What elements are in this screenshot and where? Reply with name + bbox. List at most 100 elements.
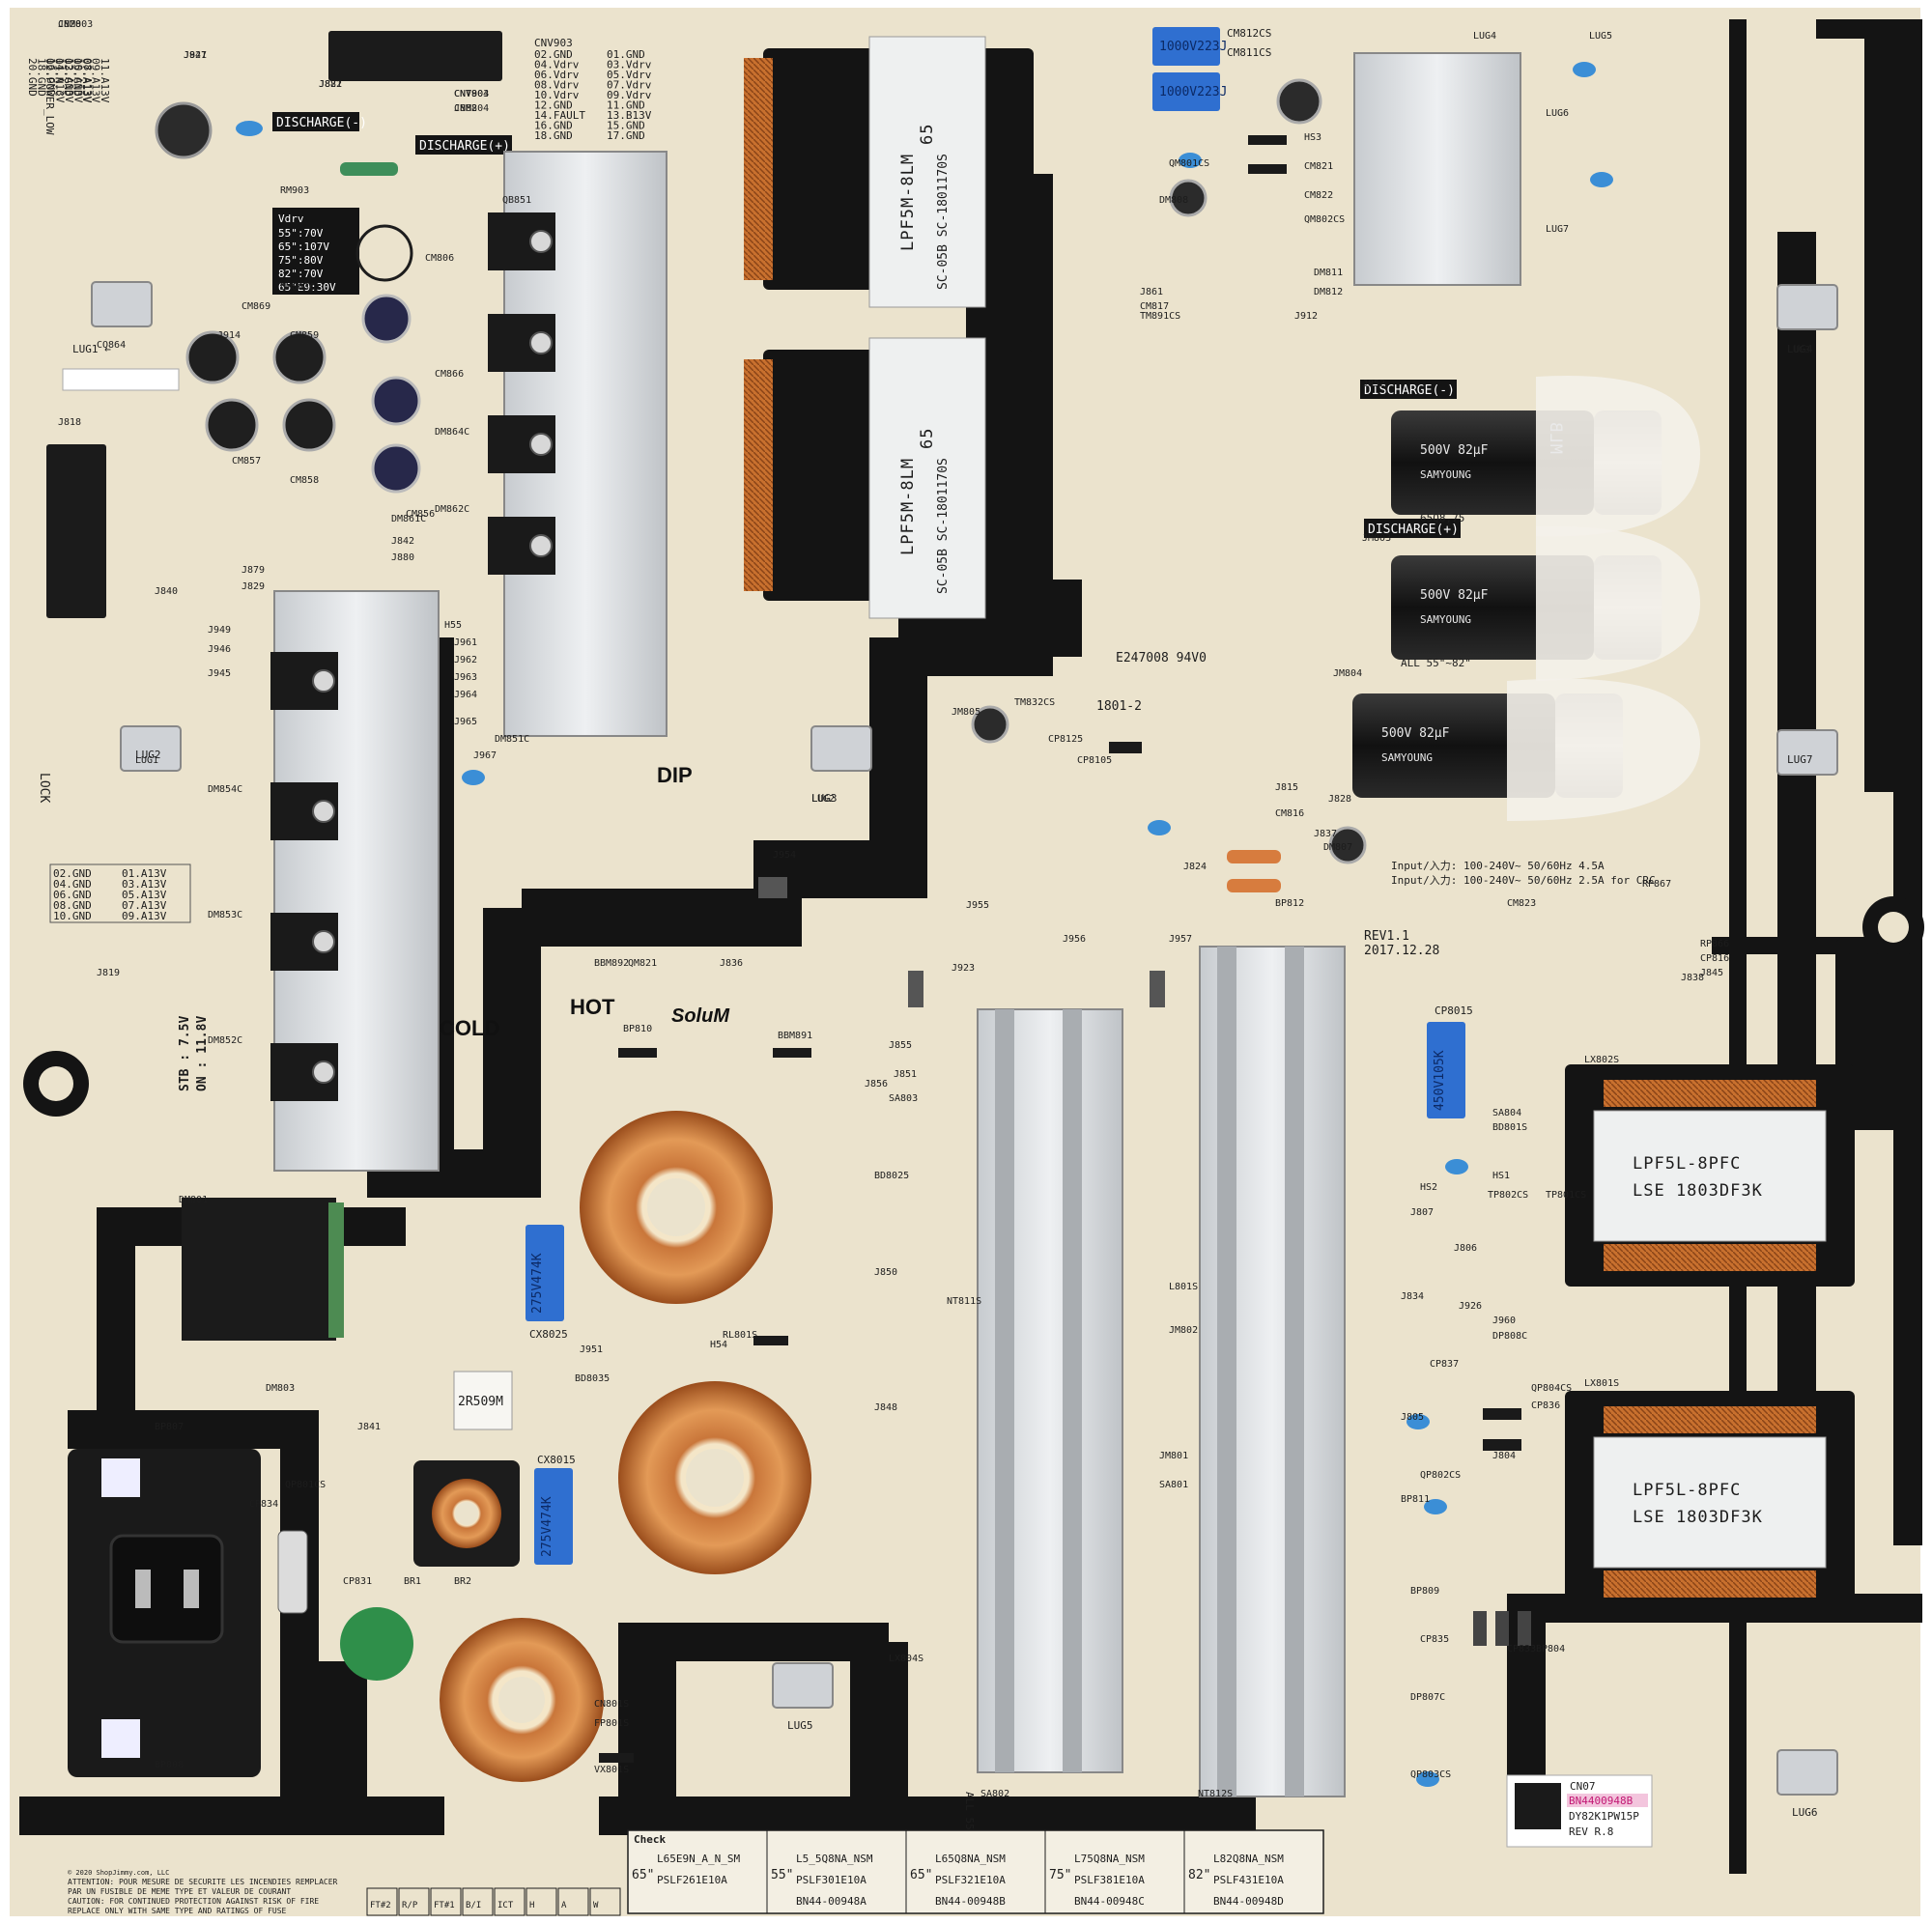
connector-pin: 11.GND	[607, 99, 645, 112]
model-size: 65"	[632, 1868, 654, 1882]
warning-line-2: PAR UN FUSIBLE DE MEME TYPE ET VALEUR DE…	[68, 1887, 291, 1896]
ref-j960: J960	[1492, 1316, 1516, 1326]
ref-j818: J818	[58, 417, 81, 428]
ref-bp807: BP807	[155, 1422, 184, 1432]
ref-dm861c: DM861C	[391, 514, 426, 524]
connector-pin: 18.GND	[36, 58, 48, 97]
ref-cnm804: CNM804	[454, 103, 489, 114]
ref-j861: J861	[1140, 287, 1163, 297]
ref-br1: BR1	[404, 1576, 421, 1587]
ref-lug3: LUG3	[1787, 345, 1810, 355]
vdrv-legend-box	[272, 208, 359, 295]
bulk-capacitors	[1352, 376, 1700, 821]
ref-dm803: DM803	[266, 1383, 295, 1394]
connector-pin: 08.GND	[53, 899, 92, 912]
ref-j882: J882	[454, 103, 477, 114]
ref-fp801s: FP801S	[594, 1718, 629, 1729]
qr-code	[1515, 1783, 1561, 1829]
ref-cm859: CM859	[290, 330, 319, 341]
ref-cnm803: CNM803	[58, 19, 93, 30]
vdrv-header: Vdrv	[278, 212, 304, 225]
cn-label: CN07	[1570, 1780, 1596, 1793]
ref-qp804cs: QP804CS	[1531, 1383, 1572, 1394]
vdrv-row: 82":70V	[278, 268, 324, 280]
ref-jm803: JM803	[1362, 533, 1391, 544]
ref-rl801s: RL801S	[723, 1330, 757, 1341]
ref-j806: J806	[1454, 1243, 1477, 1254]
ref-j964: J964	[454, 690, 477, 700]
ref-j841: J841	[357, 1422, 381, 1432]
ref-cm856: CM856	[406, 509, 435, 520]
connector-pin: 16.GND	[44, 58, 57, 97]
ref-cnt804: CNT804	[454, 89, 489, 99]
check-label: Check	[634, 1833, 666, 1846]
pfc-transformer-2-line2: LSE 1803DF3K	[1633, 1508, 1763, 1527]
ref-j850: J850	[874, 1267, 897, 1278]
film-cap-cp8015-text: 450V105K	[1433, 1050, 1447, 1111]
ref-qp801cs: QP801CS	[285, 1480, 326, 1490]
connector-pin: 02.GND	[53, 867, 92, 880]
ref-dm862c: DM862C	[435, 504, 469, 515]
connector-pin: 01.A13V	[122, 867, 167, 880]
electrolytic-caps-small	[155, 78, 1367, 864]
ref-qm802cs: QM802CS	[1304, 214, 1345, 225]
fuse-warning: © 2020 ShopJimmy.com, LLC ATTENTION: POU…	[68, 1869, 338, 1915]
transformer-labels: LPF5M-8LM SC-05B SC-1801170S 65 LPF5M-8L…	[898, 124, 1763, 1527]
connector-pin: 06.Vdrv	[534, 69, 580, 81]
model-part: PSLF321E10A	[935, 1874, 1006, 1886]
film-cap-cm811-text: 1000V223J	[1159, 85, 1227, 99]
cnv903-pins-left: 02.GND04.Vdrv06.Vdrv08.Vdrv10.Vdrv12.GND…	[534, 48, 585, 142]
ref-jm804: JM804	[1333, 668, 1362, 679]
ref-j837: J837	[1314, 829, 1337, 839]
svg-text:LUG2: LUG2	[135, 749, 161, 761]
ref-cm869: CM869	[242, 301, 270, 312]
ref-j852: J852	[1362, 379, 1385, 389]
model-name: L5_5Q8NA_NSM	[796, 1853, 873, 1865]
ref-lug2: LUG2	[811, 794, 835, 805]
discharge-plus-label-2: DISCHARGE(+)	[1368, 523, 1459, 537]
thermistor-label-box	[453, 1371, 513, 1430]
strip-cell	[494, 1887, 526, 1916]
ref-sa801: SA801	[1159, 1480, 1188, 1490]
ref-j879: J879	[242, 565, 265, 576]
vdrv-row: 75":80V	[278, 254, 324, 267]
ref-j957: J957	[1169, 934, 1192, 945]
bulk-cap-2	[1391, 525, 1700, 681]
ref-cp833: CP833	[1507, 1644, 1536, 1655]
revision-tag: REV R.8	[1569, 1825, 1613, 1838]
ref-j821: J821	[184, 50, 207, 61]
transformer-2-line2: SC-05B SC-1801170S	[936, 458, 951, 594]
svg-text:LUG4: LUG4	[1787, 343, 1813, 355]
ref-qp803cs: QP803CS	[1410, 1769, 1451, 1780]
ref-j914: J914	[217, 330, 241, 341]
ref-cm816: CM816	[1275, 808, 1304, 819]
ref-dm807: DM807	[1323, 842, 1352, 853]
ac-inlet	[68, 1449, 261, 1777]
ref-jm802: JM802	[1169, 1325, 1198, 1336]
strip-label: A	[561, 1901, 567, 1910]
ref-cp831: CP831	[343, 1576, 372, 1587]
ref-h55: H55	[444, 620, 462, 631]
film-cap-cx8015-ref: CX8015	[537, 1454, 576, 1466]
transformer-1-line1: LPF5M-8LM	[898, 154, 918, 251]
svg-text:LUG6: LUG6	[1792, 1806, 1818, 1819]
ref-cp8125: CP8125	[1048, 734, 1083, 745]
ref-bp812: BP812	[1275, 898, 1304, 909]
transformer-1-size: 65	[918, 124, 937, 145]
ref-dm801: DM801	[179, 1195, 208, 1205]
strip-label: B/I	[466, 1901, 481, 1910]
ref-j962: J962	[454, 655, 477, 665]
board-mark: 1801-2	[1096, 699, 1142, 714]
connector-pin: 04.GND	[53, 878, 92, 891]
vdrv-row: 65"E9:30V	[278, 281, 336, 294]
ref-qm821: QM821	[628, 958, 657, 969]
ref-hs2: HS2	[1420, 1182, 1437, 1193]
thermistor-code: 2R509M	[458, 1395, 503, 1409]
ref-lug7: LUG7	[1546, 224, 1569, 235]
bulk-cap-2-rating: 500V 82µF	[1420, 588, 1489, 603]
strip-label: R/P	[402, 1901, 418, 1910]
connector-pin: 07.A13V	[80, 58, 93, 103]
ref-j947: J947	[184, 50, 207, 61]
connector-pin: 03.GND	[62, 58, 74, 97]
